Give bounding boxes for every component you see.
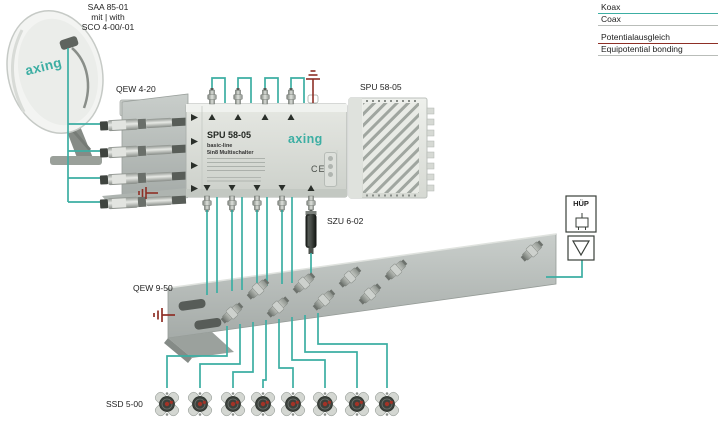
axing-logo: axing: [288, 132, 323, 146]
coax-lines-outlets: [166, 313, 388, 388]
heat-sink-fins: [426, 107, 435, 192]
dish-base: [50, 156, 102, 165]
antenna-outlet: [373, 390, 401, 418]
power-supply-spu5805: [348, 97, 435, 199]
antenna-outlet: [343, 390, 371, 418]
legend-divider: [598, 55, 718, 56]
dish-label-line1: SAA 85-01: [87, 2, 129, 12]
lnb: [59, 36, 79, 50]
dish-feed-cable: [67, 48, 104, 203]
multiswitch-spu5805: [185, 70, 348, 213]
legend-equipotential: Equipotential bonding: [601, 44, 683, 54]
ssd-label: SSD 5-00: [106, 399, 143, 409]
earth-symbol-icon: [306, 70, 320, 103]
legend-coax-line: [598, 13, 718, 14]
coax-lines-mid: [206, 197, 583, 295]
earth-symbol-icon: [153, 308, 175, 322]
qew950-label: QEW 9-50: [133, 283, 173, 293]
legend-bonding-line: [598, 43, 718, 44]
trunk-loop-cables: [211, 77, 305, 103]
szu-label: SZU 6-02: [327, 216, 364, 226]
psu-label: SPU 58-05: [360, 82, 402, 92]
qew420-surge-protector-block: [99, 93, 189, 210]
satellite-dish: [6, 10, 104, 165]
device-note-text: [207, 177, 261, 184]
dish-label-line3: SCO 4-00/-01: [81, 22, 135, 32]
hup-label: HÜP: [573, 199, 589, 208]
output-arrow-icons: [203, 185, 315, 191]
qew420-label: QEW 4-20: [116, 84, 156, 94]
device-series-text: basic-line: [207, 143, 233, 149]
szu602-protection-plug: [305, 211, 317, 254]
input-arrow-icons: [191, 114, 198, 192]
surge-protectors: [99, 117, 187, 210]
device-button-strip: [324, 152, 337, 187]
device-model-text: SPU 58-05: [207, 130, 252, 140]
lnb-arm: [71, 47, 90, 109]
antenna-outlet: [153, 390, 181, 418]
antenna-outlet: [249, 390, 277, 418]
legend-divider: [598, 25, 718, 26]
legend-potentialausgleich: Potentialausgleich: [601, 32, 670, 42]
legend-koax: Koax: [601, 2, 621, 12]
dish-label: SAA 85-01 mit | with SCO 4-00/-01: [58, 2, 158, 32]
antenna-outlet: [279, 390, 307, 418]
sat-input-arrow-icons: [208, 114, 295, 120]
device-type-text: 5in8 Multischalter: [207, 150, 254, 156]
earth-symbol-icon: [138, 187, 158, 199]
ce-mark: CE: [311, 164, 326, 174]
handle-slots: [178, 298, 222, 330]
legend: Koax Coax Potentialausgleich Equipotenti…: [598, 2, 718, 56]
antenna-outlet: [219, 390, 247, 418]
antenna-socket-icon: [571, 240, 591, 257]
antenna-outlets: [153, 390, 401, 418]
device-spec-table: [207, 158, 265, 173]
transfer-point-icon: [575, 213, 589, 230]
antenna-outlet: [186, 390, 214, 418]
dish-label-line2: mit | with: [91, 12, 125, 22]
hup-symbol: [565, 195, 597, 261]
antenna-outlet: [311, 390, 339, 418]
legend-coax: Coax: [601, 14, 621, 24]
vent-slots: [363, 103, 419, 193]
